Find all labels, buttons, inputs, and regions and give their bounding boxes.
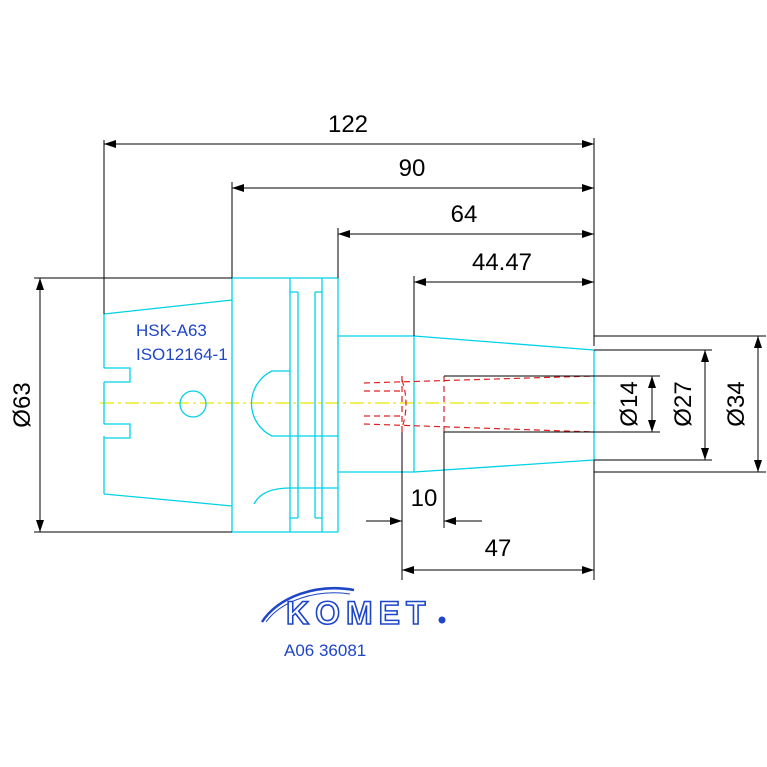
logo-arc	[260, 587, 355, 623]
flange-collar	[231, 277, 339, 533]
hidden-bore	[363, 375, 595, 433]
dimension-dia-14	[444, 375, 660, 433]
shrink-fit-nose	[413, 335, 595, 473]
flange-notch-lower	[253, 487, 291, 505]
komet-logo: KOMET	[260, 587, 446, 632]
hsk-cross-hole	[179, 390, 207, 418]
dim-label-64: 64	[451, 201, 478, 228]
dimension-47	[402, 460, 595, 580]
dimension-10	[366, 432, 482, 580]
dimension-122	[103, 138, 595, 346]
flange-notch-upper	[250, 370, 290, 437]
dimension-dia-63	[34, 277, 232, 533]
dim-label-47: 47	[485, 535, 512, 562]
dimension-dia-34	[594, 335, 766, 473]
dimension-44-47	[413, 276, 594, 336]
article-number: A06 36081	[284, 641, 366, 660]
dim-label-122: 122	[328, 111, 368, 138]
dim-label-10: 10	[411, 485, 438, 512]
dimension-64	[337, 228, 594, 278]
dimension-dia-27	[594, 349, 712, 461]
registered-mark	[438, 616, 446, 624]
dim-label-dia-27: Ø27	[670, 381, 697, 426]
hsk-taper-shank	[103, 299, 233, 507]
dim-label-dia-63: Ø63	[9, 382, 36, 427]
dimension-90	[231, 182, 594, 278]
dim-label-dia-14: Ø14	[616, 381, 643, 426]
tool-holder-outline	[103, 277, 595, 533]
dim-label-dia-34: Ø34	[723, 381, 750, 426]
holder-neck	[338, 335, 414, 473]
standard-label: ISO12164-1	[136, 345, 228, 364]
interface-label: HSK-A63	[136, 321, 207, 340]
dim-label-90: 90	[399, 155, 426, 182]
dim-label-44-47: 44.47	[472, 249, 532, 276]
logo-wordmark: KOMET	[286, 595, 432, 631]
